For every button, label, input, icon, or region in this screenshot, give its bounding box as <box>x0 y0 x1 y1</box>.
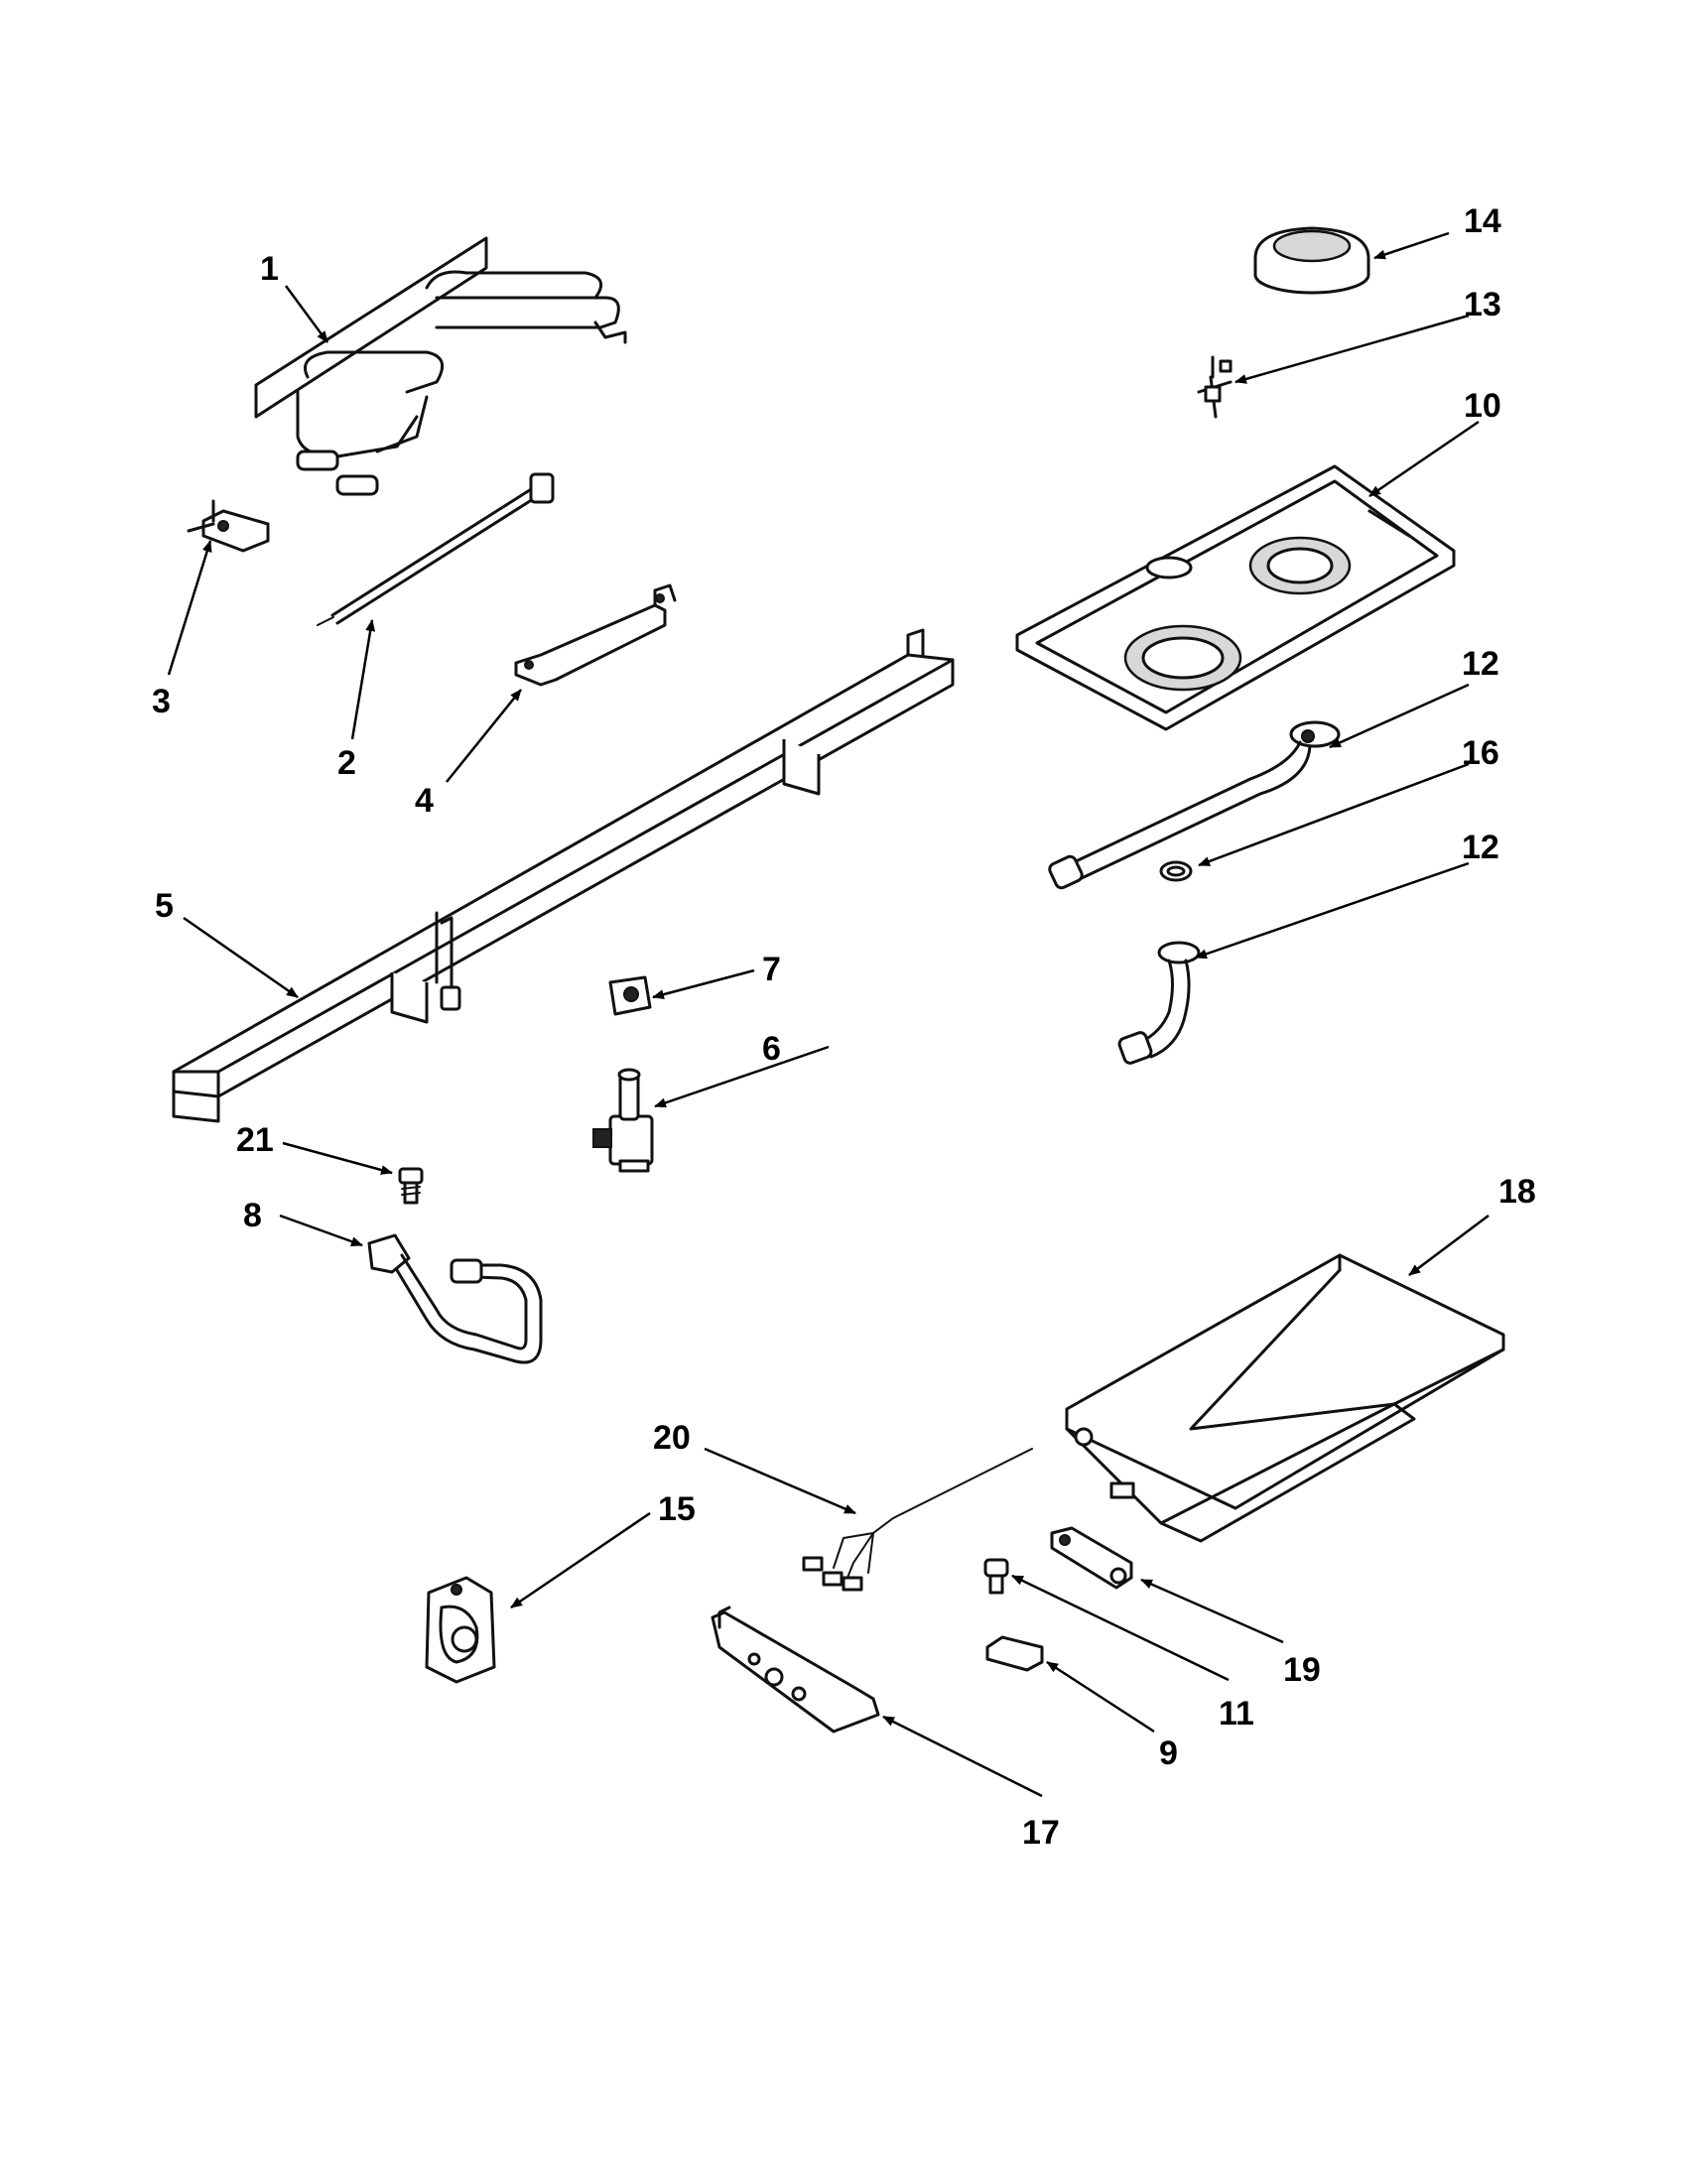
callout-16: 16 <box>1462 734 1499 772</box>
leader-19 <box>1140 1578 1284 1644</box>
part-o-ring <box>1159 860 1193 882</box>
leader-11 <box>1011 1574 1230 1682</box>
callout-17: 17 <box>1022 1814 1060 1852</box>
callout-1: 1 <box>260 250 279 288</box>
leader-4 <box>446 689 522 783</box>
leader-15 <box>510 1511 651 1609</box>
callout-labels: 1 2 3 4 5 6 7 8 9 10 11 12 12 13 14 15 1… <box>152 202 1536 1852</box>
callout-6: 6 <box>762 1030 781 1068</box>
callout-8: 8 <box>243 1197 262 1234</box>
callout-12-lower: 12 <box>1462 829 1499 866</box>
leader-9 <box>1046 1660 1155 1734</box>
part-cooktop-surface <box>1015 464 1456 731</box>
part-wire-harness <box>802 1448 1033 1592</box>
part-drip-tray <box>1065 1253 1505 1543</box>
callout-12-upper: 12 <box>1462 645 1499 683</box>
part-burner-assembly <box>254 236 627 496</box>
callout-10: 10 <box>1464 387 1501 425</box>
leader-21 <box>282 1141 393 1175</box>
callout-21: 21 <box>236 1121 274 1159</box>
callout-14: 14 <box>1464 202 1501 240</box>
part-spark-electrode <box>1197 355 1233 419</box>
callout-19: 19 <box>1283 1651 1321 1689</box>
leader-2 <box>350 619 376 740</box>
leader-14 <box>1373 231 1450 260</box>
leader-16 <box>1198 762 1470 867</box>
leader-10 <box>1368 420 1480 498</box>
part-mounting-bracket <box>514 583 677 687</box>
part-retainer-clip <box>985 1635 1044 1672</box>
part-switch-housing <box>425 1576 496 1684</box>
part-bracket-plate <box>711 1606 880 1734</box>
leader-17 <box>882 1715 1043 1798</box>
callout-4: 4 <box>415 782 434 820</box>
leader-13 <box>1234 314 1470 384</box>
leader-1 <box>284 285 329 343</box>
callout-2: 2 <box>337 744 356 782</box>
callout-5: 5 <box>155 887 174 925</box>
callout-3: 3 <box>152 683 171 720</box>
callout-20: 20 <box>653 1419 691 1457</box>
part-small-bracket <box>187 499 270 553</box>
leader-12b <box>1195 861 1470 960</box>
callout-15: 15 <box>658 1490 696 1528</box>
leader-3 <box>167 540 212 676</box>
leader-lines <box>167 231 1490 1798</box>
callout-9: 9 <box>1159 1734 1178 1772</box>
part-screw <box>398 1167 424 1205</box>
leader-5 <box>183 916 299 999</box>
leader-6 <box>654 1045 830 1108</box>
part-spring-clip <box>608 975 652 1016</box>
part-burner-cap <box>1253 226 1370 295</box>
part-burner-tube-lower <box>1117 941 1201 1065</box>
callout-7: 7 <box>762 951 781 988</box>
part-gas-valve <box>592 1068 654 1173</box>
callout-18: 18 <box>1498 1173 1536 1211</box>
part-strap-bracket <box>1050 1526 1133 1590</box>
callout-11: 11 <box>1219 1695 1254 1733</box>
part-gas-tube <box>367 1233 543 1364</box>
callout-13: 13 <box>1464 286 1501 323</box>
part-igniter-rod <box>317 472 555 626</box>
leader-18 <box>1408 1215 1490 1276</box>
part-manifold-rail <box>172 628 955 1123</box>
leader-7 <box>652 968 755 1000</box>
part-screw-small <box>983 1558 1009 1595</box>
leader-20 <box>704 1447 856 1515</box>
leader-12a <box>1329 683 1470 749</box>
part-burner-tube-upper <box>1048 720 1341 890</box>
leader-8 <box>279 1214 363 1247</box>
